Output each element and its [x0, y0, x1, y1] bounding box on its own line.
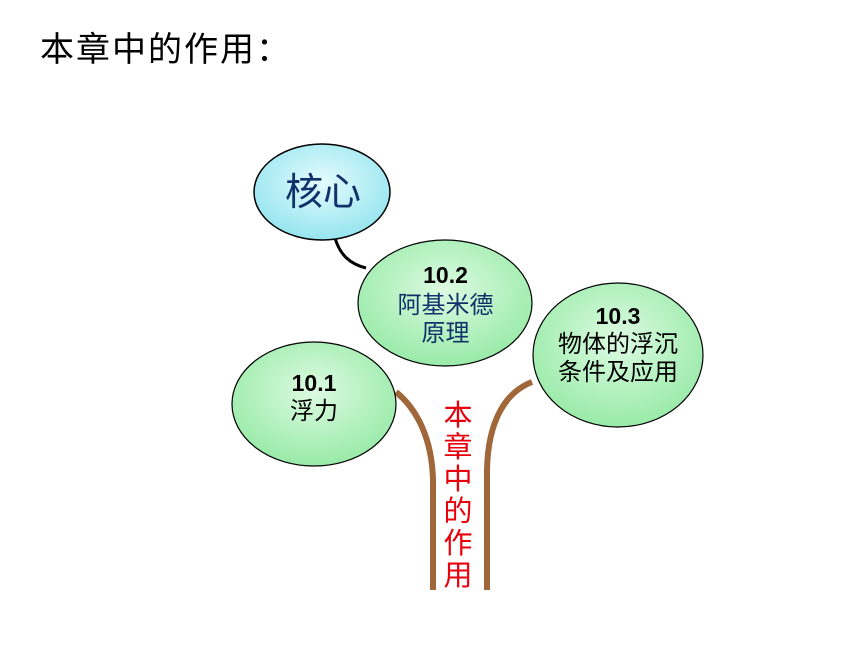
- node-10-2-bubble: [357, 239, 533, 367]
- page-title: 本章中的作用：: [40, 30, 292, 70]
- node-10-1-name: 浮力: [290, 397, 338, 426]
- core-label: 核心: [284, 170, 361, 214]
- node-10-3-name: 物体的浮沉条件及应用: [558, 330, 678, 387]
- node-10-2-number: 10.2: [423, 262, 468, 288]
- node-10-2-name: 阿基米德原理: [397, 291, 494, 348]
- node-10-3-number: 10.3: [595, 303, 641, 329]
- node-10-1-number: 10.1: [291, 370, 337, 396]
- node-10-2-text: 10.2 阿基米德原理: [358, 262, 533, 348]
- trunk-label: 本章中的作用: [443, 398, 473, 592]
- node-10-1-bubble: [231, 341, 397, 467]
- core-bubble: [253, 143, 391, 241]
- node-10-3-text: 10.3 物体的浮沉条件及应用: [533, 303, 703, 387]
- trunk-right: [484, 379, 534, 590]
- trunk-left: [394, 389, 436, 590]
- core-connector: [333, 237, 367, 270]
- node-10-1-text: 10.1 浮力: [232, 370, 396, 426]
- node-10-3-bubble: [532, 282, 704, 428]
